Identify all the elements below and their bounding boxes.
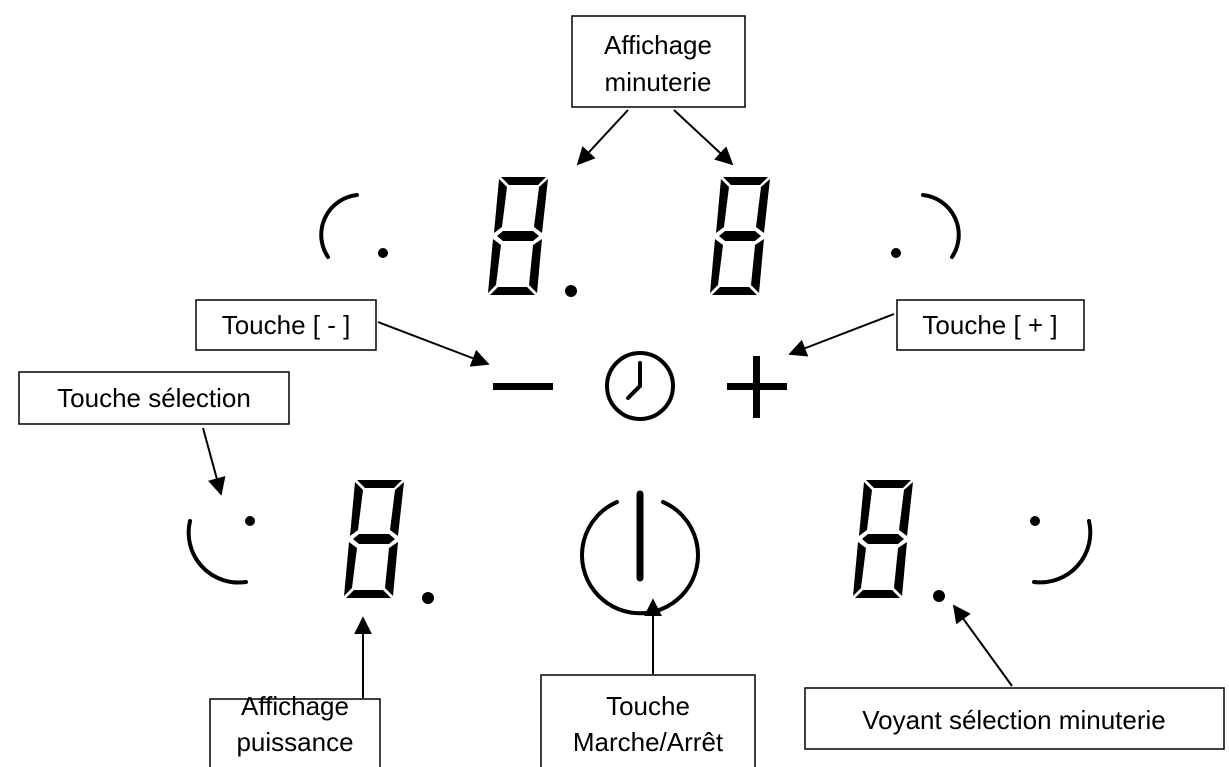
power-digit-right [853,480,913,598]
label-affichage-minuterie: Affichage minuterie [571,15,746,108]
label-voyant-selection-minuterie: Voyant sélection minuterie [804,687,1225,750]
arrow-plus [788,313,895,357]
arrow-timer-left [576,109,629,166]
zone-dot-top-left [378,248,388,258]
zone-arc-top-left [319,193,359,259]
zone-dot-top-right [891,248,901,258]
label-line-1: Affichage [604,30,712,60]
label-line-2: Marche/Arrêt [573,727,724,757]
label-box [540,674,756,767]
power-decimal-dot [422,592,434,604]
plus-icon[interactable] [727,356,787,418]
power-icon[interactable] [580,490,700,616]
zone-arc-bottom-right[interactable] [1032,519,1093,585]
label-text: Voyant sélection minuterie [862,705,1166,735]
label-box [896,299,1085,351]
arrow-minus [377,321,490,367]
label-text: Touche [ + ] [922,310,1057,340]
label-affichage-puissance: Affichage puissance [209,691,381,767]
label-touche-plus: Touche [ + ] [896,299,1085,351]
arrow-selection [202,427,226,496]
label-box [804,687,1225,750]
label-touche-selection: Touche sélection [18,371,290,425]
zone-dot-bottom-left [245,516,255,526]
zone-dot-bottom-right [1030,516,1040,526]
label-box [209,698,381,767]
label-touche-moins: Touche [ - ] [195,299,377,351]
label-line-1: Touche [606,691,690,721]
label-line-1: Affichage [241,691,349,721]
minus-icon[interactable] [493,383,553,390]
zone-arc-top-right [921,193,961,259]
label-text: Touche sélection [57,383,251,413]
clock-icon[interactable] [605,351,675,421]
label-text: Touche [ - ] [222,310,351,340]
label-box [195,299,377,351]
label-touche-marche-arret: Touche Marche/Arrêt [540,674,756,767]
timer-decimal-dot [565,285,577,297]
power-digit-left [344,480,404,598]
arrow-timer-right [673,109,734,166]
label-line-2: puissance [236,727,353,757]
label-box [571,15,746,108]
timer-selection-indicator [933,590,945,602]
arrow-timer-indicator [952,604,1013,687]
timer-digit-right [710,177,770,295]
timer-digit-left [488,177,548,295]
label-line-2: minuterie [605,67,712,97]
zone-arc-bottom-left[interactable] [186,519,248,585]
label-box [18,371,290,425]
